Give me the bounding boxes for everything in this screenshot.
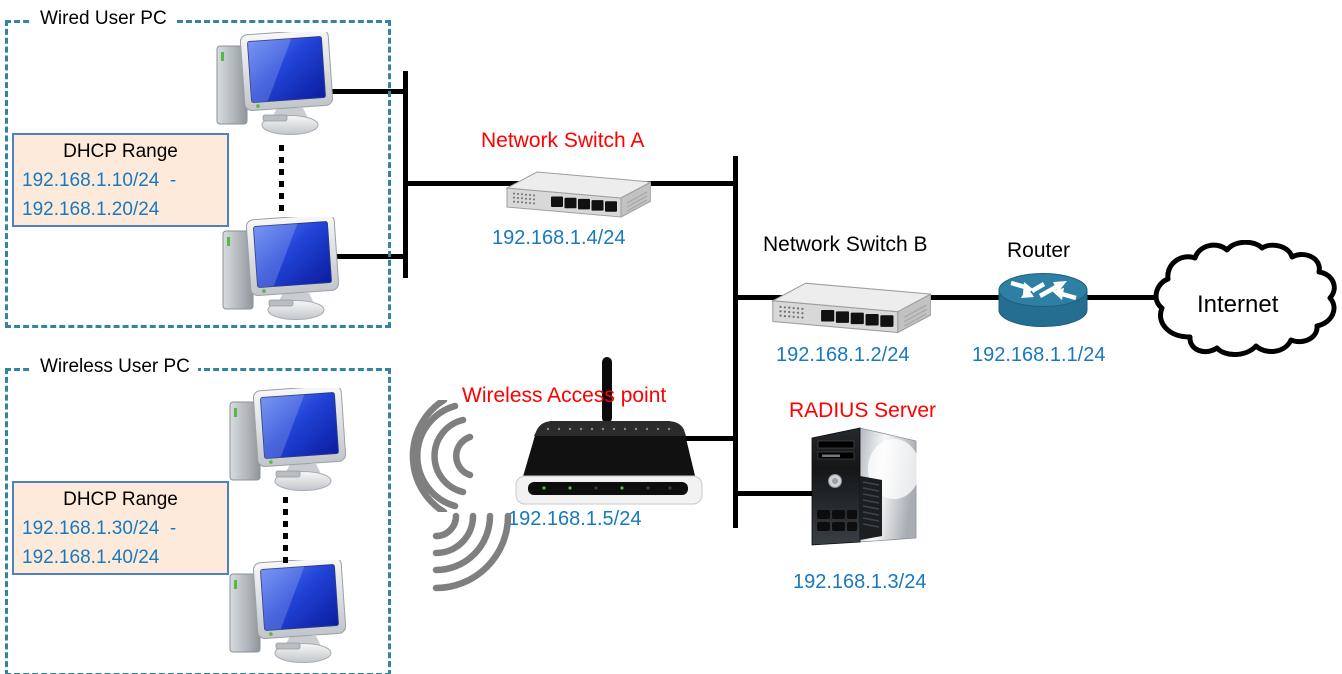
- wired-user-pc-group: Wired User PC: [5, 8, 391, 328]
- internet-label: Internet: [1197, 291, 1279, 318]
- network-switch-icon: [772, 282, 931, 334]
- wireless-access-point-icon: [515, 421, 703, 505]
- switch-b-label: Network Switch B: [763, 233, 928, 256]
- access-point-label: Wireless Access point: [462, 384, 667, 407]
- network-switch-icon: [506, 171, 651, 218]
- wired-dhcp-range-box: DHCP Range 192.168.1.10/24 - 192.168.1.2…: [12, 133, 229, 227]
- switch-a-ip: 192.168.1.4/24: [492, 227, 626, 249]
- central-bus-line: [733, 156, 738, 528]
- link-access-point: [650, 436, 738, 441]
- wireless-group-label: Wireless User PC: [32, 356, 198, 378]
- radius-server-ip: 192.168.1.3/24: [793, 571, 927, 593]
- router-label: Router: [1007, 239, 1071, 262]
- desktop-computer-icon: [229, 388, 347, 491]
- link-switch-b-router-internet: [733, 295, 1158, 300]
- wired-bus-line: [403, 71, 408, 278]
- dhcp-range-start: 192.168.1.10/24 -: [22, 170, 177, 191]
- router-ip: 192.168.1.1/24: [972, 344, 1106, 366]
- dhcp-range-start: 192.168.1.30/24 -: [22, 518, 177, 539]
- antenna-icon: [602, 357, 612, 423]
- desktop-computer-icon: [229, 560, 347, 663]
- dhcp-title: DHCP Range: [63, 489, 178, 510]
- router-cylinder-icon: [998, 273, 1088, 327]
- access-point-ip: 192.168.1.5/24: [508, 508, 642, 530]
- link-radius-server: [733, 491, 821, 496]
- internet-cloud-icon: [1153, 240, 1337, 357]
- dhcp-title: DHCP Range: [63, 141, 178, 162]
- more-devices-dotted-icon: [279, 145, 284, 213]
- desktop-computer-icon: [222, 217, 340, 320]
- link-wired-pc1: [320, 89, 406, 94]
- switch-b-ip: 192.168.1.2/24: [776, 344, 910, 366]
- radius-server-label: RADIUS Server: [789, 399, 937, 422]
- dhcp-range-end: 192.168.1.40/24: [22, 547, 160, 569]
- wifi-waves-icon: [428, 508, 528, 608]
- switch-a-label: Network Switch A: [481, 129, 645, 152]
- dhcp-range-end: 192.168.1.20/24: [22, 199, 160, 221]
- link-wired-pc2: [326, 254, 406, 259]
- tower-server-icon: [811, 427, 920, 546]
- wired-group-label: Wired User PC: [32, 8, 175, 30]
- more-devices-dotted-icon: [283, 497, 288, 563]
- desktop-computer-icon: [216, 32, 334, 136]
- wireless-dhcp-range-box: DHCP Range 192.168.1.30/24 - 192.168.1.4…: [12, 481, 229, 575]
- wifi-waves-icon: [382, 400, 487, 512]
- wireless-user-pc-group: Wireless User PC: [5, 356, 391, 674]
